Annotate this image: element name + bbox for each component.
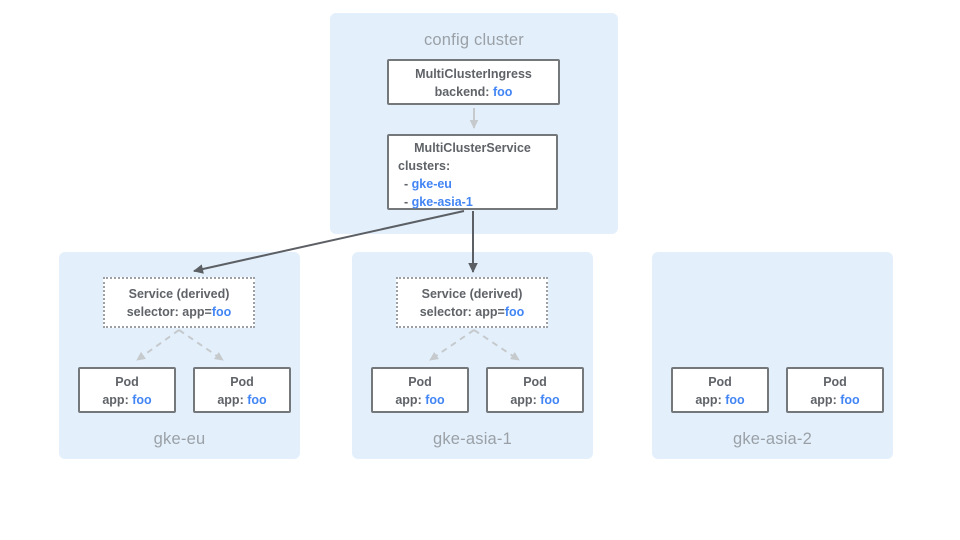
pod-app-line: app: foo [510,393,560,407]
pod-name: Pod [523,375,547,389]
pod-box: Pod app: foo [786,367,884,413]
pod-box: Pod app: foo [486,367,584,413]
pod-box: Pod app: foo [671,367,769,413]
pod-box: Pod app: foo [371,367,469,413]
cluster-label-gke-eu: gke-eu [153,430,206,448]
pod-name: Pod [115,375,139,389]
cluster-gke-asia-1: Service (derived) selector: app=foo Pod … [352,252,593,459]
multiclusterservice-box: MultiClusterService clusters: - gke-eu -… [387,134,558,210]
clusters-label: clusters: [398,159,451,173]
derived-service-box-gke-eu: Service (derived) selector: app=foo [103,277,255,328]
multiclusteringress-name: MultiClusterIngress [415,67,532,81]
cluster-ref-gke-eu: - gke-eu [404,177,452,191]
config-cluster-container: config cluster MultiClusterIngress backe… [330,13,618,234]
multiclusteringress-box: MultiClusterIngress backend: foo [387,59,560,105]
pod-app-line: app: foo [695,393,745,407]
derived-service-box-gke-asia-1: Service (derived) selector: app=foo [396,277,548,328]
pod-app-line: app: foo [395,393,445,407]
cluster-gke-asia-2: Pod app: foo Pod app: foo gke-asia-2 [652,252,893,459]
cluster-label-gke-asia-1: gke-asia-1 [432,430,513,448]
derived-service-name: Service (derived) [421,287,523,301]
cluster-gke-eu: Service (derived) selector: app=foo Pod … [59,252,300,459]
cluster-ref-gke-asia-1: - gke-asia-1 [404,195,473,209]
config-cluster-title: config cluster [423,31,524,49]
derived-service-selector: selector: app=foo [126,305,232,319]
pod-box: Pod app: foo [193,367,291,413]
pod-name: Pod [823,375,847,389]
pod-box: Pod app: foo [78,367,176,413]
multiclusterservice-name: MultiClusterService [414,141,531,155]
pod-name: Pod [230,375,254,389]
multiclusteringress-backend-line: backend: foo [434,85,513,99]
cluster-label-gke-asia-2: gke-asia-2 [732,430,813,448]
pod-app-line: app: foo [217,393,267,407]
pod-app-line: app: foo [810,393,860,407]
pod-name: Pod [408,375,432,389]
backend-value: foo [492,85,513,99]
pod-app-line: app: foo [102,393,152,407]
derived-service-selector: selector: app=foo [419,305,525,319]
derived-service-name: Service (derived) [128,287,230,301]
pod-name: Pod [708,375,732,389]
